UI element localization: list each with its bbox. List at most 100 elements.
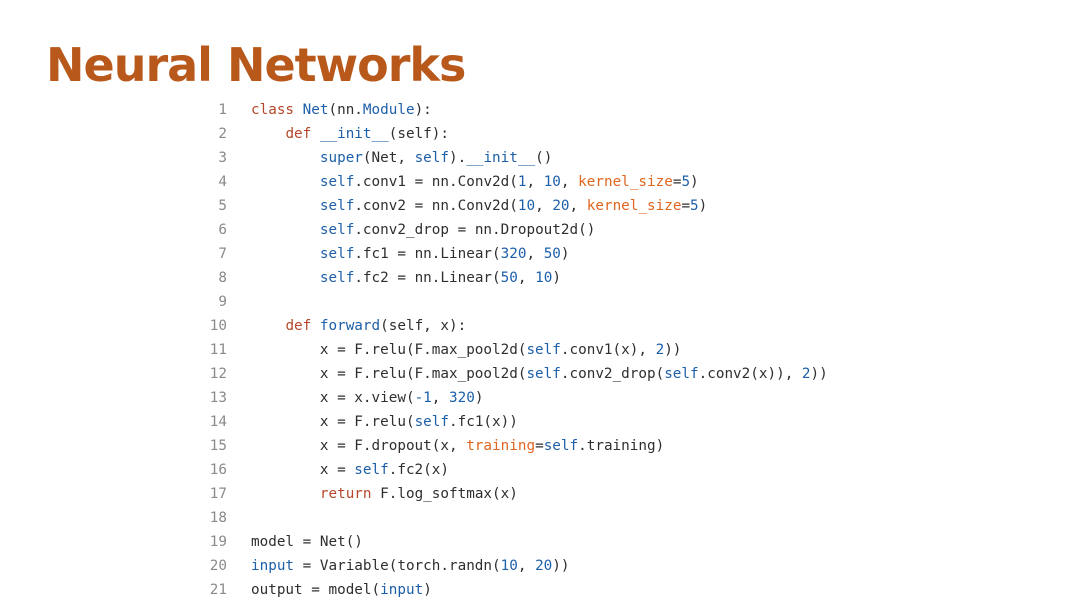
line-code: model = Net() [227, 530, 363, 554]
code-token [311, 126, 320, 142]
code-token: = [337, 390, 346, 406]
line-code: self.conv2_drop = nn.Dropout2d() [227, 218, 595, 242]
line-number: 7 [218, 246, 227, 262]
code-token: nn.Conv2d( [423, 198, 518, 214]
code-token: self [543, 438, 579, 454]
line-code: self.conv2 = nn.Conv2d(10, 20, kernel_si… [227, 194, 707, 218]
code-token: 10 [535, 270, 553, 286]
code-line: 9 [198, 290, 1058, 314]
code-token: super [319, 150, 363, 166]
code-token: 2 [655, 342, 665, 358]
code-token: input [380, 582, 424, 598]
code-token: x [251, 342, 338, 358]
code-token: = [337, 342, 346, 358]
code-token: = [414, 174, 424, 190]
code-token: (nn. [328, 102, 363, 118]
code-token: 2 [801, 366, 811, 382]
code-token: ) [552, 270, 561, 286]
code-token: training [466, 438, 536, 454]
code-token: = [311, 582, 320, 598]
code-token: = [457, 222, 467, 238]
code-token [251, 246, 320, 262]
code-token: 10 [517, 198, 536, 214]
code-token: )) [552, 558, 570, 574]
code-token: = [681, 198, 691, 214]
code-token: model [251, 534, 303, 550]
code-token: .conv2(x)), [698, 366, 802, 382]
line-number: 11 [209, 342, 227, 358]
line-code [227, 290, 251, 314]
code-token: .conv2_drop [354, 222, 458, 238]
code-token: 50 [500, 270, 518, 286]
line-code: x = self.fc2(x) [227, 458, 449, 482]
line-number: 1 [218, 102, 227, 118]
code-token: .fc1 [354, 246, 398, 262]
code-token: , [560, 174, 579, 190]
line-number: 2 [218, 126, 227, 142]
code-line: 4 self.conv1 = nn.Conv2d(1, 10, kernel_s… [198, 170, 1058, 194]
code-token: 5 [690, 198, 699, 214]
code-token: nn.Conv2d( [423, 174, 518, 190]
line-code: self.conv1 = nn.Conv2d(1, 10, kernel_siz… [227, 170, 699, 194]
code-token: () [535, 150, 553, 166]
code-token: ) [698, 198, 708, 214]
code-token: self [526, 366, 561, 382]
code-token: 20 [535, 558, 553, 574]
code-token: = [302, 534, 312, 550]
code-token: x [251, 414, 338, 430]
code-token: model( [319, 582, 381, 598]
code-token: Net() [311, 534, 363, 550]
code-token: 10 [543, 174, 561, 190]
code-token: self [414, 150, 450, 166]
code-token: , [526, 246, 544, 262]
code-token: F.relu( [345, 414, 415, 430]
line-code: x = F.relu(F.max_pool2d(self.conv1(x), 2… [227, 338, 682, 362]
line-code: super(Net, self).__init__() [227, 146, 552, 170]
code-token: nn.Dropout2d() [466, 222, 596, 238]
line-number: 10 [209, 318, 227, 334]
code-line: 18 [198, 506, 1058, 530]
code-line: 2 def __init__(self): [198, 122, 1058, 146]
code-token [294, 102, 303, 118]
code-token: (Net, [362, 150, 415, 166]
code-token: Module [362, 102, 415, 118]
code-token: 50 [543, 246, 561, 262]
code-token: (self, x): [380, 318, 467, 334]
code-token: self [414, 414, 449, 430]
code-token: = [337, 438, 346, 454]
code-token: Net [302, 102, 329, 118]
line-number: 6 [218, 222, 227, 238]
code-line: 15 x = F.dropout(x, training=self.traini… [198, 434, 1058, 458]
code-token [311, 318, 320, 334]
code-line: 6 self.conv2_drop = nn.Dropout2d() [198, 218, 1058, 242]
code-token: ) [560, 246, 570, 262]
line-code: self.fc1 = nn.Linear(320, 50) [227, 242, 570, 266]
code-token: x [251, 438, 338, 454]
code-token: (self): [388, 126, 450, 142]
line-number: 21 [209, 582, 227, 598]
line-code: def forward(self, x): [227, 314, 466, 338]
code-line: 12 x = F.relu(F.max_pool2d(self.conv2_dr… [198, 362, 1058, 386]
line-number: 4 [218, 174, 227, 190]
code-token: = [302, 558, 312, 574]
code-token: .fc1(x)) [449, 414, 518, 430]
code-token: F.relu(F.max_pool2d( [345, 342, 527, 358]
code-token: nn.Linear( [405, 246, 501, 262]
code-token: x [251, 390, 338, 406]
line-number: 12 [209, 366, 227, 382]
line-code: x = x.view(-1, 320) [227, 386, 484, 410]
line-code [227, 506, 251, 530]
code-token: = [397, 246, 406, 262]
code-token [251, 270, 320, 286]
line-number: 15 [209, 438, 227, 454]
code-token: 320 [500, 246, 527, 262]
code-token [251, 126, 285, 142]
slide-title: Neural Networks [46, 38, 466, 92]
line-code: x = F.dropout(x, training=self.training) [227, 434, 664, 458]
code-token: = [414, 198, 424, 214]
code-token: nn.Linear( [405, 270, 501, 286]
line-code: x = F.relu(F.max_pool2d(self.conv2_drop(… [227, 362, 828, 386]
code-token: , [431, 390, 449, 406]
code-token: input [251, 558, 295, 574]
